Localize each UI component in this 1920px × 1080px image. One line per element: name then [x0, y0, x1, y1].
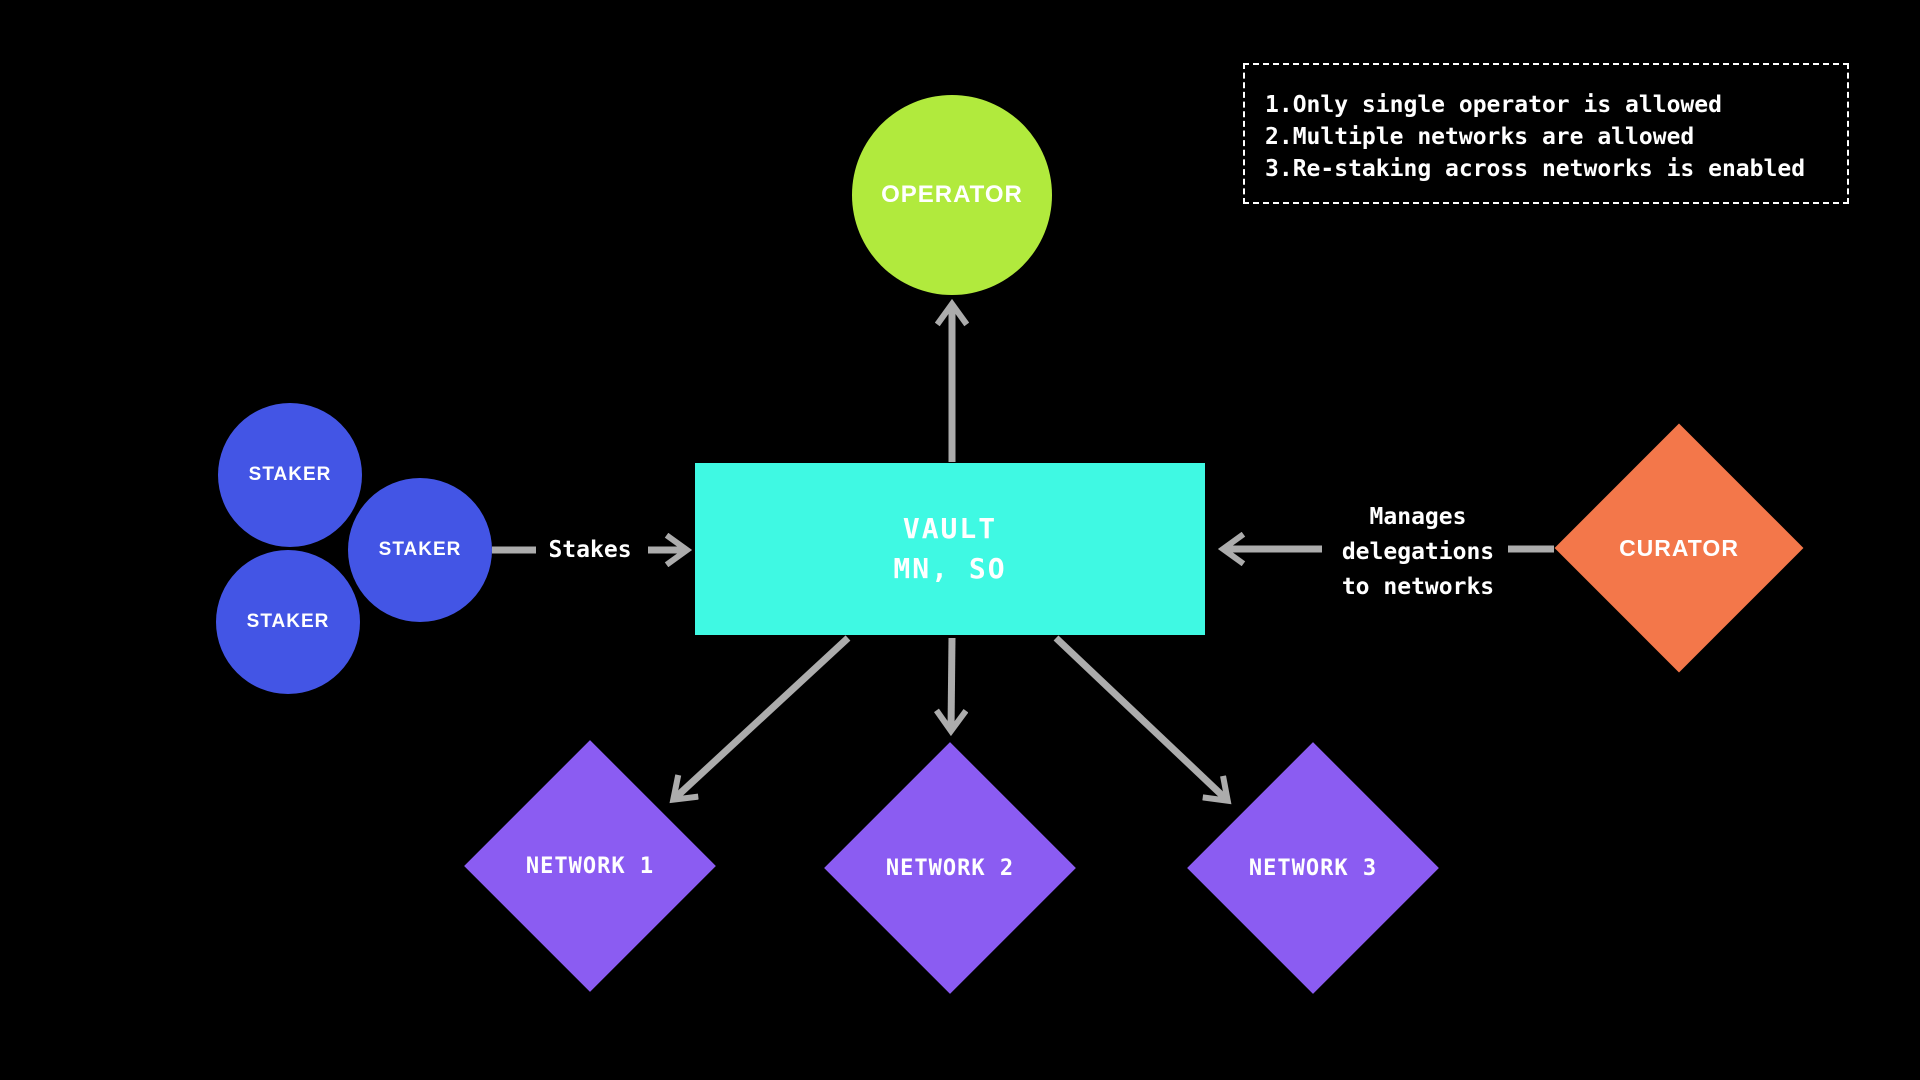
operator-label: OPERATOR	[881, 181, 1023, 208]
network-node-2: NETWORK 2	[824, 742, 1076, 994]
staker-node-1: STAKER	[218, 403, 362, 547]
network-node-3: NETWORK 3	[1187, 742, 1439, 994]
staker-1-label: STAKER	[248, 464, 332, 485]
network-2-label: NETWORK 2	[885, 855, 1015, 881]
curator-edge-label: Manages delegations to networks	[1318, 500, 1518, 605]
curator-edge-label-line-1: Manages	[1369, 504, 1467, 530]
rule-line-3: 3.Re-staking across networks is enabled	[1265, 156, 1806, 182]
stakes-edge-label: Stakes	[548, 537, 632, 563]
operator-node: OPERATOR	[852, 95, 1052, 295]
network-3-label: NETWORK 3	[1248, 855, 1378, 881]
rule-line-2: 2.Multiple networks are allowed	[1265, 124, 1695, 150]
curator-edge-label-line-2: delegations	[1341, 539, 1495, 565]
staker-2-label: STAKER	[378, 539, 462, 560]
arrow-vault-to-network-3	[1053, 635, 1227, 800]
vault-title: VAULT	[902, 512, 998, 545]
arrow-vault-to-network-1	[674, 635, 851, 799]
staker-node-3: STAKER	[216, 550, 360, 694]
curator-node: CURATOR	[1554, 423, 1804, 673]
vault-subtitle: MN, SO	[893, 552, 1007, 585]
staker-node-2: STAKER	[348, 478, 492, 622]
arrow-vault-to-network-2	[951, 637, 952, 730]
rule-line-1: 1.Only single operator is allowed	[1265, 92, 1722, 118]
network-node-1: NETWORK 1	[464, 740, 716, 992]
rules-note-box: 1.Only single operator is allowed 2.Mult…	[1243, 63, 1849, 204]
network-1-label: NETWORK 1	[525, 853, 655, 879]
curator-edge-label-line-3: to networks	[1341, 574, 1495, 600]
vault-node: VAULT MN, SO	[695, 463, 1205, 635]
staker-3-label: STAKER	[246, 611, 330, 632]
curator-label: CURATOR	[1619, 534, 1739, 561]
